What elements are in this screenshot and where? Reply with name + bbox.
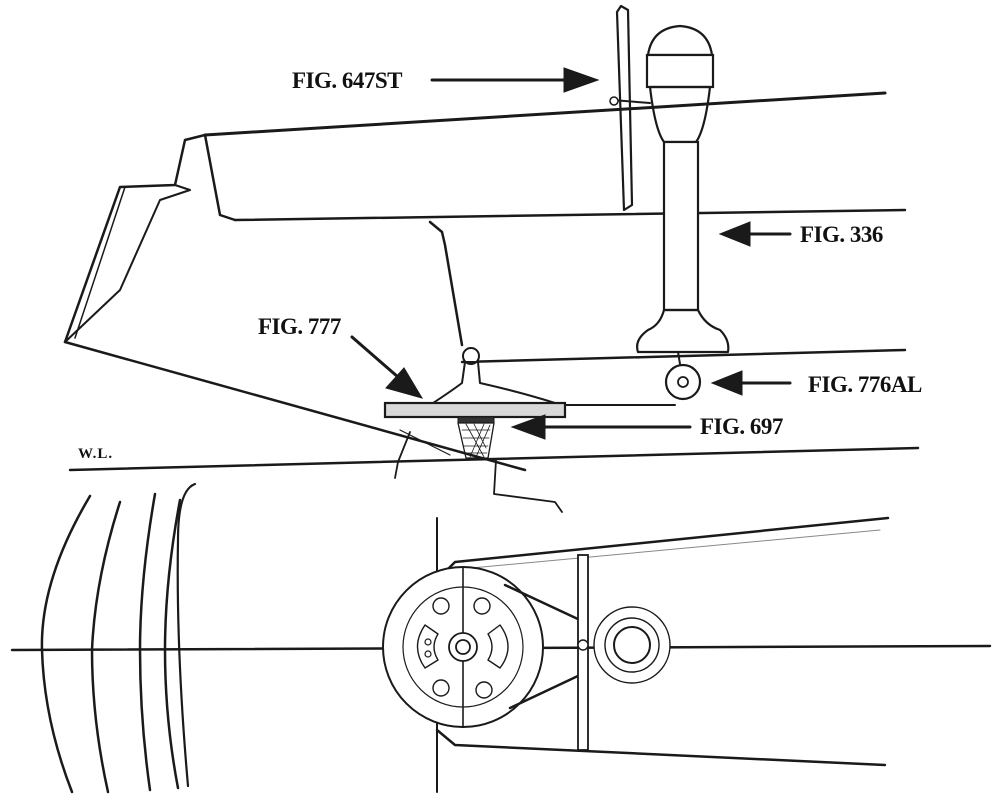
label-fig-336: FIG. 336 bbox=[800, 222, 883, 247]
mast-pole bbox=[615, 4, 634, 212]
label-waterline: W.L. bbox=[78, 446, 114, 462]
callout-arrows bbox=[350, 67, 792, 440]
arrow-776al-head bbox=[710, 370, 743, 396]
arrow-777-shaft bbox=[350, 335, 400, 379]
arrow-336-head bbox=[718, 221, 751, 247]
mast-pin bbox=[609, 96, 619, 106]
side-elevation bbox=[63, 4, 920, 513]
roller-hub bbox=[677, 376, 689, 388]
frame-curve-5 bbox=[176, 482, 197, 788]
leg-left bbox=[394, 431, 411, 479]
light-lens bbox=[645, 53, 715, 89]
light-plan-inner bbox=[613, 626, 651, 664]
plan-rail-bottom bbox=[435, 728, 887, 767]
arrow-697-head bbox=[510, 414, 546, 440]
mesh-basket bbox=[457, 422, 495, 459]
frame-curve-1 bbox=[40, 494, 92, 794]
turntable-small-2 bbox=[424, 650, 432, 658]
turntable-hub-inner bbox=[455, 639, 471, 655]
turntable-hole-4 bbox=[475, 681, 493, 699]
light-base bbox=[636, 308, 730, 354]
mesh-cap bbox=[457, 416, 495, 424]
mesh-hatch bbox=[461, 423, 491, 458]
upper-rail-line bbox=[203, 91, 887, 137]
label-fig-647st: FIG. 647ST bbox=[292, 68, 403, 93]
plan-view bbox=[10, 482, 992, 794]
arrow-777-head bbox=[385, 367, 424, 399]
label-fig-777: FIG. 777 bbox=[258, 314, 341, 339]
mast-plan bbox=[577, 554, 589, 751]
middle-line bbox=[233, 208, 907, 222]
turntable-hole-2 bbox=[473, 597, 491, 615]
vertical-post bbox=[428, 220, 464, 347]
leg-top bbox=[399, 429, 451, 456]
turntable-slot-right bbox=[487, 624, 509, 669]
light-dome bbox=[646, 24, 714, 57]
stern-brace bbox=[64, 184, 191, 343]
mast-plan-pin bbox=[577, 639, 589, 651]
stern-inner bbox=[203, 133, 237, 222]
plan-brace-top bbox=[503, 583, 582, 622]
leg-right bbox=[493, 459, 563, 513]
diagonal-stay bbox=[63, 340, 527, 472]
label-fig-697: FIG. 697 bbox=[700, 414, 783, 439]
frame-curve-2 bbox=[90, 500, 122, 794]
turntable-slot-left bbox=[416, 624, 439, 669]
stern-profile bbox=[63, 133, 207, 344]
turntable-knob bbox=[462, 347, 480, 365]
plan-rail-top bbox=[435, 516, 890, 582]
lower-line bbox=[460, 348, 907, 364]
stern-brace-2 bbox=[74, 186, 126, 339]
light-plan-mid bbox=[604, 617, 660, 673]
plan-rail-top-inner bbox=[449, 529, 881, 571]
frame-curve-4 bbox=[163, 498, 182, 790]
arrow-647st-head bbox=[563, 67, 600, 93]
turntable-small-1 bbox=[424, 638, 432, 646]
turntable-hole-3 bbox=[432, 679, 450, 697]
turntable-hole-1 bbox=[432, 597, 450, 615]
light-column bbox=[662, 140, 700, 312]
turntable-dome bbox=[429, 361, 556, 406]
label-fig-776al: FIG. 776AL bbox=[808, 372, 922, 397]
light-neck bbox=[648, 85, 712, 144]
turntable-disc bbox=[383, 401, 567, 419]
frame-curve-3 bbox=[138, 492, 157, 792]
waterline bbox=[68, 446, 920, 472]
plan-brace-bottom bbox=[508, 673, 582, 710]
